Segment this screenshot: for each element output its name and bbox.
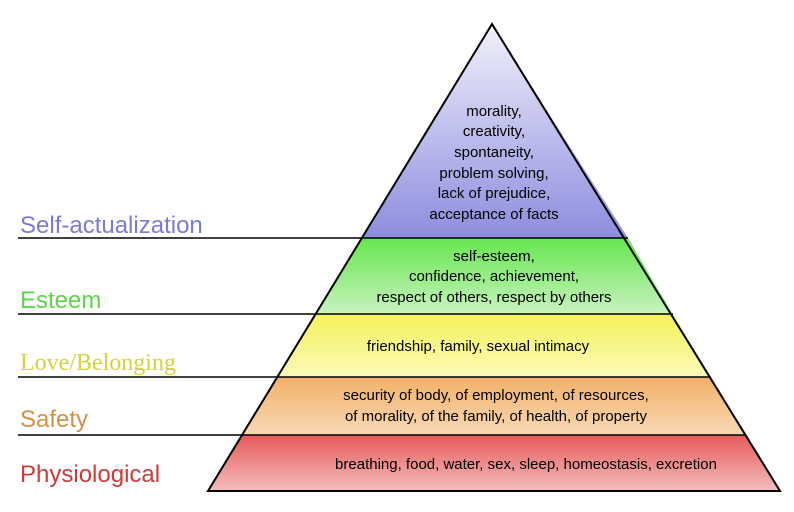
pyramid-outline bbox=[206, 22, 782, 492]
label-self-actualization: Self-actualization bbox=[20, 212, 203, 239]
safety-line-1: security of body, of employment, of reso… bbox=[343, 387, 649, 404]
esteem-line-1: self-esteem, bbox=[453, 248, 535, 265]
self-actualization-line-5: lack of prejudice, bbox=[438, 185, 551, 202]
self-actualization-line-2: creativity, bbox=[463, 123, 525, 140]
label-esteem: Esteem bbox=[20, 287, 101, 314]
safety-line-2: of morality, of the family, of health, o… bbox=[345, 408, 648, 425]
tier-love-belonging bbox=[277, 314, 711, 377]
label-physiological: Physiological bbox=[20, 461, 160, 488]
tier-esteem bbox=[315, 238, 673, 314]
tier-physiological bbox=[208, 435, 780, 491]
tier-safety bbox=[242, 377, 746, 435]
self-actualization-line-6: acceptance of facts bbox=[429, 206, 558, 223]
label-safety: Safety bbox=[20, 406, 88, 433]
self-actualization-line-3: spontaneity, bbox=[454, 144, 534, 161]
self-actualization-line-4: problem solving, bbox=[439, 165, 548, 182]
self-actualization-line-1: morality, bbox=[466, 103, 522, 120]
physiological-line-1: breathing, food, water, sex, sleep, home… bbox=[335, 456, 717, 473]
label-love-belonging: Love/Belonging bbox=[20, 350, 176, 376]
esteem-line-2: confidence, achievement, bbox=[409, 268, 579, 285]
tier-self-actualization bbox=[362, 24, 628, 238]
esteem-line-3: respect of others, respect by others bbox=[376, 289, 611, 306]
love-belonging-line-1: friendship, family, sexual intimacy bbox=[367, 338, 590, 355]
